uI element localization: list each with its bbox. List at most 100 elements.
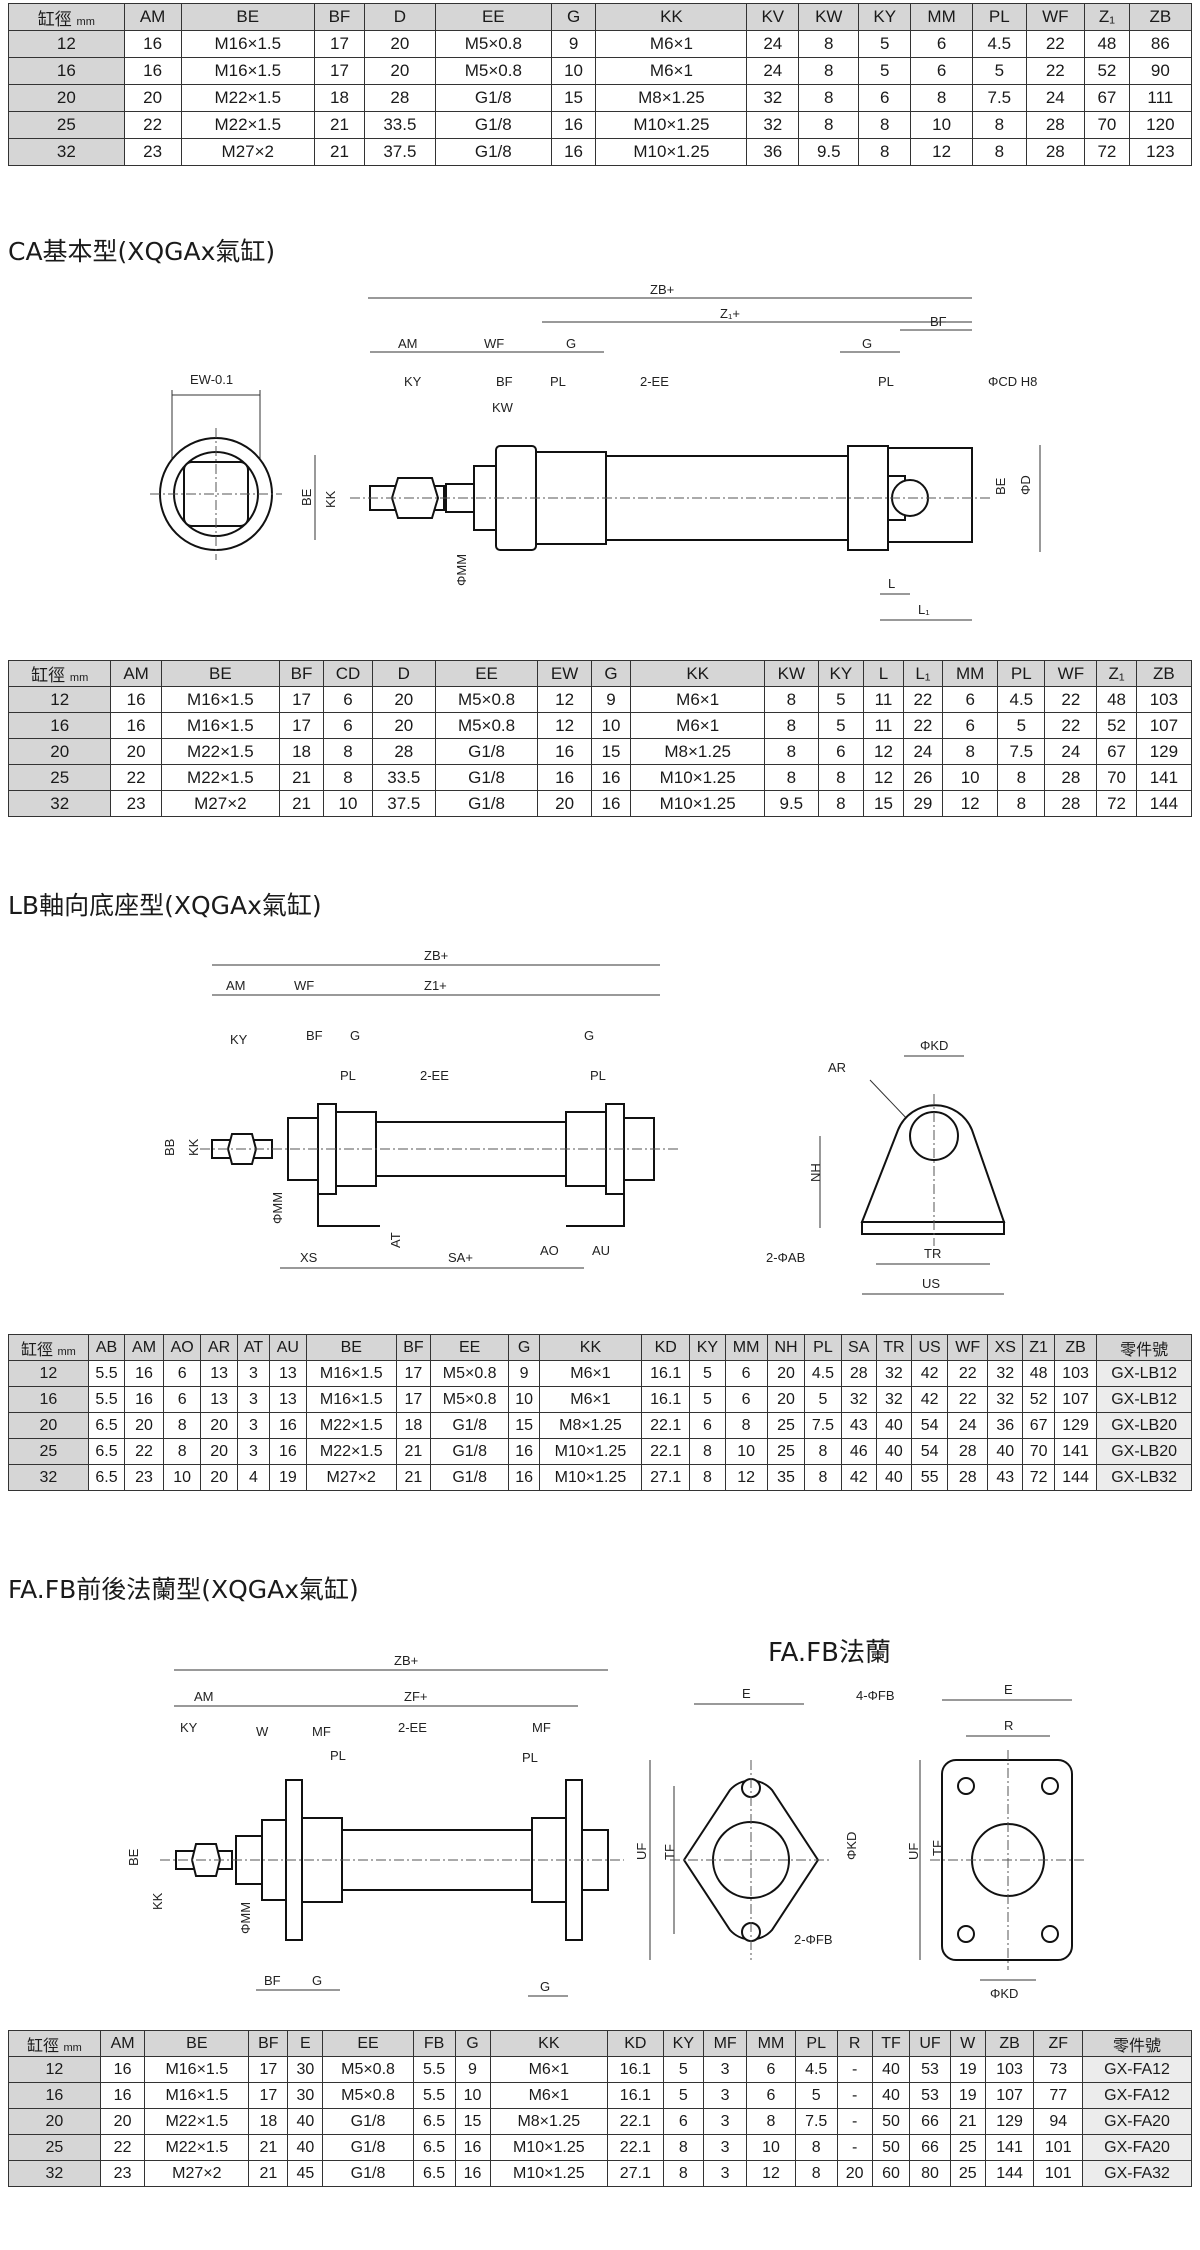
lb-ab-label: 2-ΦAB [766, 1250, 805, 1265]
table-cell: M6×1 [489, 2082, 609, 2109]
table-cell: 40 [875, 1464, 912, 1491]
table-cell: 6.5 [412, 2108, 456, 2135]
table-cell: 5 [689, 1386, 726, 1413]
table-cell: 16 [110, 686, 162, 713]
lb-sa-label: SA+ [448, 1250, 473, 1265]
table-cell: 20 [371, 712, 436, 739]
unit-label: mm [63, 2041, 82, 2054]
lb-kd-label: ΦKD [920, 1038, 948, 1053]
table-cell: 23 [99, 2160, 146, 2187]
header-cell: Z₁ [1096, 660, 1137, 687]
header-cell: MM [910, 3, 974, 31]
table-cell: 15 [550, 84, 597, 112]
table-cell: 16 [454, 2160, 491, 2187]
table-cell: M16×1.5 [305, 1386, 397, 1413]
table-cell: 6 [910, 57, 974, 85]
table-cell: 6 [323, 686, 373, 713]
table-cell: 7.5 [794, 2108, 838, 2135]
lb-wf-label: WF [294, 978, 314, 993]
ky-label: KY [404, 374, 422, 389]
table-cell: GX-FA12 [1082, 2056, 1192, 2083]
table-cell: 7.5 [804, 1412, 842, 1439]
table-cell: 32 [987, 1386, 1024, 1413]
header-cell: AM [123, 3, 182, 31]
table-cell: 72 [1096, 790, 1137, 817]
table-cell: 4.5 [794, 2056, 838, 2083]
table-cell: 37.5 [371, 790, 436, 817]
table-cell: G1/8 [434, 790, 539, 817]
table-cell: 16 [8, 1386, 89, 1413]
header-cell: KK [538, 1334, 643, 1361]
table-cell: G1/8 [322, 2160, 414, 2187]
lb-kk-label: KK [186, 1138, 201, 1156]
header-cell: L₁ [902, 660, 944, 687]
header-cell: 零件號 [1096, 1334, 1192, 1361]
header-cell: US [910, 1334, 949, 1361]
table-cell: 66 [909, 2108, 951, 2135]
fa-mf-label: MF [312, 1724, 331, 1739]
table-cell: 10 [910, 111, 974, 139]
table-cell: G1/8 [434, 764, 539, 791]
table-cell: 8 [746, 2108, 796, 2135]
table-cell: M22×1.5 [144, 2108, 250, 2135]
header-cell: AO [162, 1334, 202, 1361]
z1-label: Z₁+ [720, 306, 740, 321]
lb-bf-label: BF [306, 1028, 323, 1043]
table-cell: M5×0.8 [434, 30, 552, 58]
table-cell: 28 [1044, 790, 1098, 817]
table-cell: 16 [454, 2134, 491, 2161]
table-cell: 16 [110, 712, 162, 739]
header-cell: EE [429, 1334, 510, 1361]
lb-ao-label: AO [540, 1243, 559, 1258]
table-cell: 21 [278, 764, 325, 791]
ca-end-view: EW-0.1 [150, 372, 282, 560]
header-cell: KK [630, 660, 766, 687]
table-cell: GX-LB12 [1096, 1360, 1192, 1387]
be-label: BE [299, 488, 314, 506]
table-cell: G1/8 [434, 111, 552, 139]
table-cell: 4.5 [804, 1360, 842, 1387]
table-cell: GX-FA32 [1082, 2160, 1192, 2187]
table-cell: 12 [8, 1360, 89, 1387]
table-cell: G1/8 [429, 1464, 510, 1491]
table-cell: 40 [287, 2134, 324, 2161]
table-cell: 21 [278, 790, 325, 817]
table-cell: 20 [200, 1438, 238, 1465]
table-cell: 52 [1084, 57, 1130, 85]
table-cell: 17 [278, 686, 325, 713]
table-cell: M10×1.25 [538, 1438, 643, 1465]
table-cell: G1/8 [434, 738, 539, 765]
table-cell: 22 [947, 1386, 989, 1413]
table-cell: 32 [8, 138, 125, 166]
table-cell: 15 [590, 738, 632, 765]
table-cell: G1/8 [429, 1412, 510, 1439]
header-cell: PL [794, 2030, 838, 2057]
ca-drawing: EW-0.1 ZB+ Z₁+ AM WF G G BF KY BF PL [150, 282, 1041, 621]
table-cell: 24 [746, 30, 800, 58]
table-cell: 28 [363, 84, 436, 112]
table-cell: 8 [817, 764, 865, 791]
header-bore: 缸徑 mm [8, 3, 125, 31]
lb-zb-label: ZB+ [424, 948, 448, 963]
table-cell: 3 [703, 2056, 748, 2083]
table-cell: 12 [863, 738, 904, 765]
table-cell: 8 [162, 1438, 202, 1465]
table-cell: 8 [323, 738, 373, 765]
wf-label: WF [484, 336, 504, 351]
table-cell: 36 [746, 138, 800, 166]
table-cell: 9 [454, 2056, 491, 2083]
table-cell: 6 [910, 30, 974, 58]
table-cell: 8 [794, 2160, 838, 2187]
header-cell: BF [314, 3, 365, 31]
table-cell: 32 [7, 790, 112, 817]
table-cell: 42 [840, 1464, 877, 1491]
cd-label: ΦCD H8 [988, 374, 1037, 389]
table-cell: 22 [123, 111, 182, 139]
fa-e2-label: E [1004, 1682, 1013, 1697]
table-cell: 27.1 [607, 2160, 664, 2187]
header-cell: G [550, 3, 597, 31]
table-cell: 12 [8, 2056, 101, 2083]
table-cell: 20 [537, 790, 592, 817]
table-cell: M5×0.8 [322, 2082, 414, 2109]
